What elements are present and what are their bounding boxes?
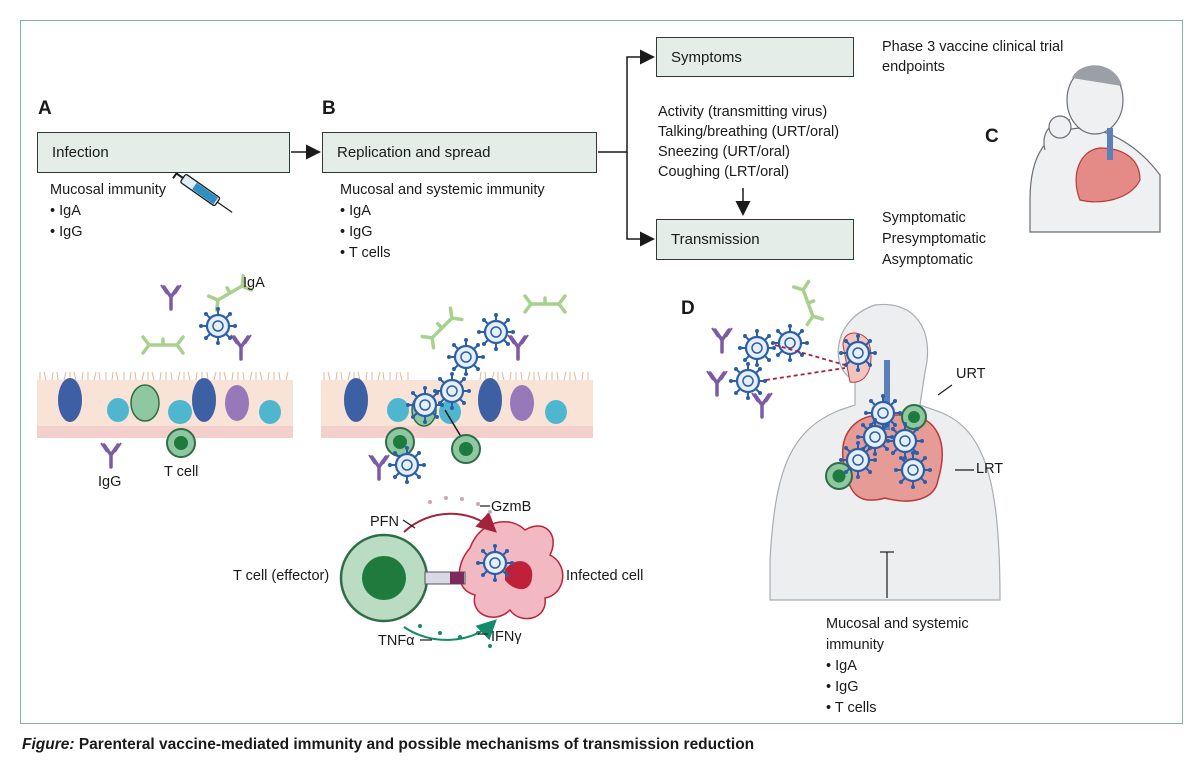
panel-d-item: • T cells [826, 700, 877, 716]
transmission-box-label: Transmission [671, 231, 760, 248]
igg-icon [229, 333, 253, 361]
coughing-person-illustration [1029, 65, 1161, 233]
granule-dots [428, 496, 492, 514]
symptoms-box-label: Symptoms [671, 48, 742, 66]
arrow-to-symptoms [598, 49, 655, 153]
iga-icon [791, 279, 825, 327]
panel-b-item: • T cells [340, 245, 391, 261]
panel-a-item: • IgG [50, 224, 83, 240]
panel-d-item: • IgG [826, 679, 859, 695]
virus-icon [837, 439, 879, 481]
caption-text: Parenteral vaccine-mediated immunity and… [74, 736, 755, 753]
virus-icon [727, 360, 769, 402]
panel-a-immunity-title: Mucosal immunity [50, 182, 167, 198]
igg-icon [710, 326, 734, 354]
igg-icon [367, 453, 391, 481]
virus-icon [474, 542, 516, 584]
cytokine-dots [418, 624, 492, 648]
igg-icon [750, 391, 774, 419]
caption-lead: Figure: [22, 736, 75, 753]
transmission-type: Asymptomatic [882, 252, 974, 268]
panel-d-immunity-title: Mucosal and systemic [826, 616, 969, 632]
activity-item: Talking/breathing (URT/oral) [658, 124, 840, 140]
virus-icon [386, 444, 428, 486]
endpoints-line: endpoints [882, 59, 945, 75]
panel-b-item: • IgG [340, 224, 373, 240]
arrow-to-transmission [626, 152, 655, 247]
infection-box: Infection [37, 132, 290, 173]
virus-icon [197, 305, 239, 347]
replication-box-label: Replication and spread [337, 144, 491, 161]
droplet-line [765, 367, 846, 381]
virus-icon [884, 420, 926, 462]
gzmb-label: GzmB [491, 499, 532, 515]
panel-b-immunity-title: Mucosal and systemic immunity [340, 182, 545, 198]
activity-item: Activity (transmitting virus) [658, 104, 828, 120]
pfn-label: PFN [370, 514, 399, 530]
virus-icon [892, 449, 934, 491]
igg-icon [506, 333, 530, 361]
panel-d-item: • IgA [826, 658, 857, 674]
epithelium-a [37, 371, 293, 438]
figure-caption: Figure: Parenteral vaccine-mediated immu… [22, 736, 754, 754]
transmission-box: Transmission [656, 219, 854, 260]
syringe-icon [172, 167, 233, 213]
iga-icon [420, 306, 464, 350]
virus-icon [404, 384, 446, 426]
panel-letter-d: D [681, 298, 695, 319]
lrt-label: LRT [976, 461, 1004, 477]
urt-label: URT [956, 366, 986, 382]
transmission-type: Symptomatic [882, 210, 966, 226]
tnfa-label: TNFα [378, 633, 415, 649]
panel-d-immunity: Mucosal and systemic immunity • IgA • Ig… [826, 614, 969, 719]
endpoints-note: Phase 3 vaccine clinical trial endpoints [882, 37, 1063, 77]
transmission-type: Presymptomatic [882, 231, 986, 247]
virus-icon [769, 322, 811, 364]
endpoints-line: Phase 3 vaccine clinical trial [882, 39, 1064, 55]
panel-a-item: • IgA [50, 203, 81, 219]
cytokine-arrow [403, 619, 497, 641]
panel-b-immunity: Mucosal and systemic immunity • IgA • Ig… [340, 180, 545, 264]
activity-item: Sneezing (URT/oral) [658, 144, 790, 160]
panel-letter-a: A [38, 98, 52, 119]
infection-box-label: Infection [52, 144, 109, 161]
transmission-types: Symptomatic Presymptomatic Asymptomatic [882, 208, 986, 271]
virus-icon [475, 311, 517, 353]
activity-item: Coughing (LRT/oral) [658, 164, 790, 180]
panel-a-immunity: Mucosal immunity • IgA • IgG [50, 180, 166, 243]
activity-list: Activity (transmitting virus) Talking/br… [658, 102, 839, 182]
infected-cell [458, 521, 564, 620]
body-illustration [769, 303, 1001, 601]
iga-label: IgA [243, 275, 265, 291]
virus-icon [736, 327, 778, 369]
igg-icon [705, 369, 729, 397]
iga-icon [141, 335, 185, 355]
panel-b-item: • IgA [340, 203, 371, 219]
replication-box: Replication and spread [322, 132, 597, 173]
symptoms-box: Symptoms [656, 37, 854, 77]
igg-label: IgG [98, 474, 122, 490]
virus-icon [837, 332, 879, 374]
igg-icon [99, 441, 123, 469]
panel-letter-b: B [322, 98, 336, 119]
infected-cell-label: Infected cell [566, 568, 644, 584]
tcell-label: T cell [164, 464, 199, 480]
figure-frame [20, 20, 1183, 724]
panel-d-immunity-title: immunity [826, 637, 885, 653]
ifng-label: IFNγ [491, 629, 522, 645]
panel-letter-c: C [985, 126, 999, 147]
igg-icon [159, 283, 183, 311]
effector-tcell-label: T cell (effector) [233, 568, 330, 584]
pfn-gzmb-arrow [403, 511, 497, 533]
droplet-line [774, 344, 846, 366]
iga-icon [523, 294, 567, 314]
virus-icon [445, 336, 487, 378]
